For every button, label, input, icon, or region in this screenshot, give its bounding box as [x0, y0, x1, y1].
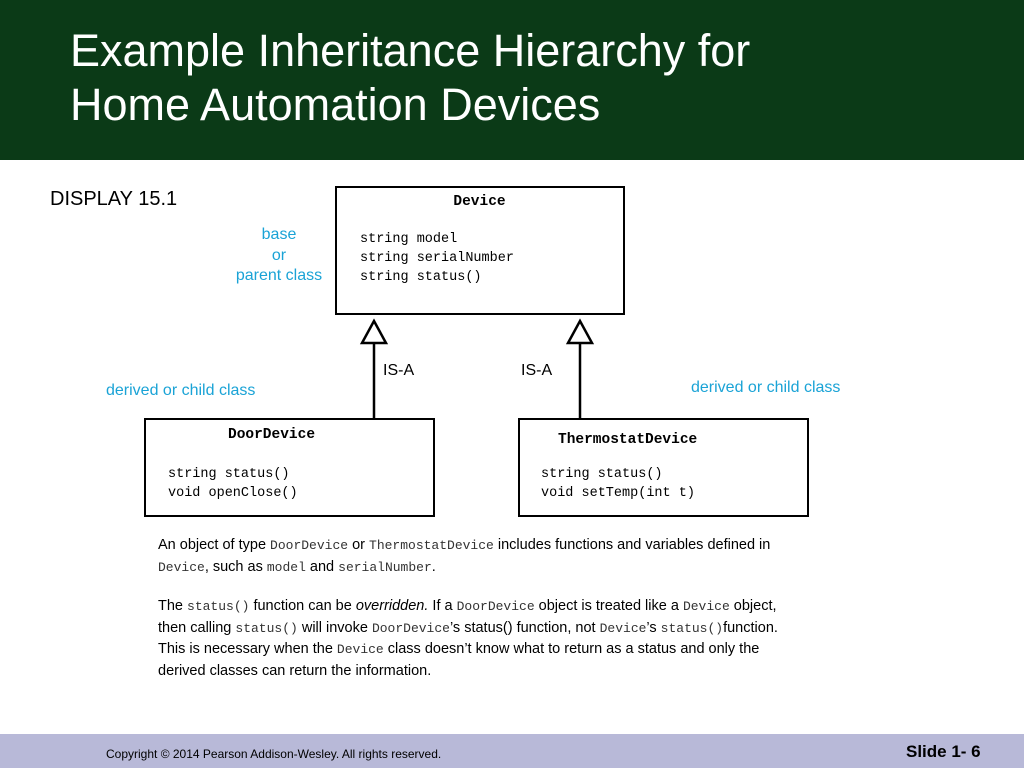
derived-class-label-left: derived or child class	[106, 382, 256, 399]
device-class-box: Device string model string serialNumber …	[335, 186, 625, 315]
p2-code: DoorDevice	[456, 599, 535, 614]
p2-code: Device	[599, 620, 647, 636]
device-member-1: string model	[360, 232, 458, 247]
p1-text: An object of type	[158, 537, 271, 553]
p2-code: status()	[187, 599, 250, 614]
derived-class-label-right: derived or child class	[691, 379, 841, 396]
doordevice-member-2: void openClose()	[168, 486, 298, 501]
p1-text: includes functions and variables defined…	[493, 537, 771, 553]
device-member-3: string status()	[360, 270, 482, 285]
p2-text: ’s status() function, not	[449, 619, 600, 636]
p2-text: The	[158, 598, 188, 614]
thermostatdevice-member-1: string status()	[541, 467, 663, 482]
is-a-label-left: IS-A	[383, 362, 415, 379]
base-label-line-3: parent class	[235, 267, 323, 284]
p2-code: Device	[336, 642, 384, 657]
thermostat-inheritance-arrow	[565, 318, 595, 420]
p2-code: Device	[682, 599, 730, 614]
device-class-name: Device	[453, 194, 506, 210]
p1-code: Device	[158, 559, 205, 575]
p1-text: .	[431, 558, 436, 575]
slide-title: Example Inheritance Hierarchy for Home A…	[70, 24, 970, 132]
p2-text: object is treated like a	[534, 598, 683, 614]
doordevice-member-1: string status()	[168, 467, 290, 482]
doordevice-class-box: DoorDevice string status() void openClos…	[144, 418, 435, 517]
p1-text: and	[305, 558, 339, 575]
base-class-label: base or parent class	[224, 225, 334, 287]
thermostatdevice-member-2: void setTemp(int t)	[541, 486, 695, 501]
p1-code: DoorDevice	[270, 538, 349, 553]
title-line-1: Example Inheritance Hierarchy for	[70, 25, 751, 76]
p2-emphasis: overridden.	[355, 598, 429, 614]
p2-text: object, then calling	[158, 598, 777, 636]
door-inheritance-arrow	[359, 318, 389, 420]
footer-bar	[0, 734, 1024, 768]
thermostatdevice-class-box: ThermostatDevice string status() void se…	[518, 418, 809, 517]
explanation-paragraph-1: An object of type DoorDevice or Thermost…	[158, 535, 808, 578]
is-a-label-right: IS-A	[521, 362, 553, 379]
thermostatdevice-class-name: ThermostatDevice	[558, 432, 698, 448]
p2-text: will invoke	[297, 619, 372, 636]
p2-code: status()	[660, 620, 724, 636]
p2-text: class doesn’t know what to return as a s…	[158, 641, 760, 679]
p2-text: function can be	[249, 598, 356, 614]
slide-number: Slide 1- 6	[906, 742, 981, 761]
base-label-line-2: or	[271, 246, 287, 264]
explanation-paragraph-2: The status() function can be overridden.…	[158, 596, 808, 681]
display-label: DISPLAY 15.1	[50, 188, 178, 210]
p2-text: If a	[428, 598, 457, 614]
doordevice-class-name: DoorDevice	[228, 427, 316, 443]
base-label-line-1: base	[261, 226, 297, 243]
title-bar: Example Inheritance Hierarchy for Home A…	[0, 0, 1024, 160]
p2-text: function. This is necessary when the	[158, 619, 778, 658]
p2-code: DoorDevice	[371, 620, 450, 636]
p2-code: status()	[235, 620, 298, 636]
p1-text: , such as	[204, 558, 267, 575]
device-member-2: string serialNumber	[360, 251, 514, 266]
p1-code: serialNumber	[338, 559, 432, 575]
p1-code: ThermostatDevice	[369, 538, 494, 553]
p2-text: ’s	[646, 619, 661, 636]
title-line-2: Home Automation Devices	[70, 79, 601, 130]
p1-code: model	[266, 559, 306, 575]
p1-text: or	[348, 537, 370, 553]
copyright-text: Copyright © 2014 Pearson Addison-Wesley.…	[106, 747, 442, 761]
